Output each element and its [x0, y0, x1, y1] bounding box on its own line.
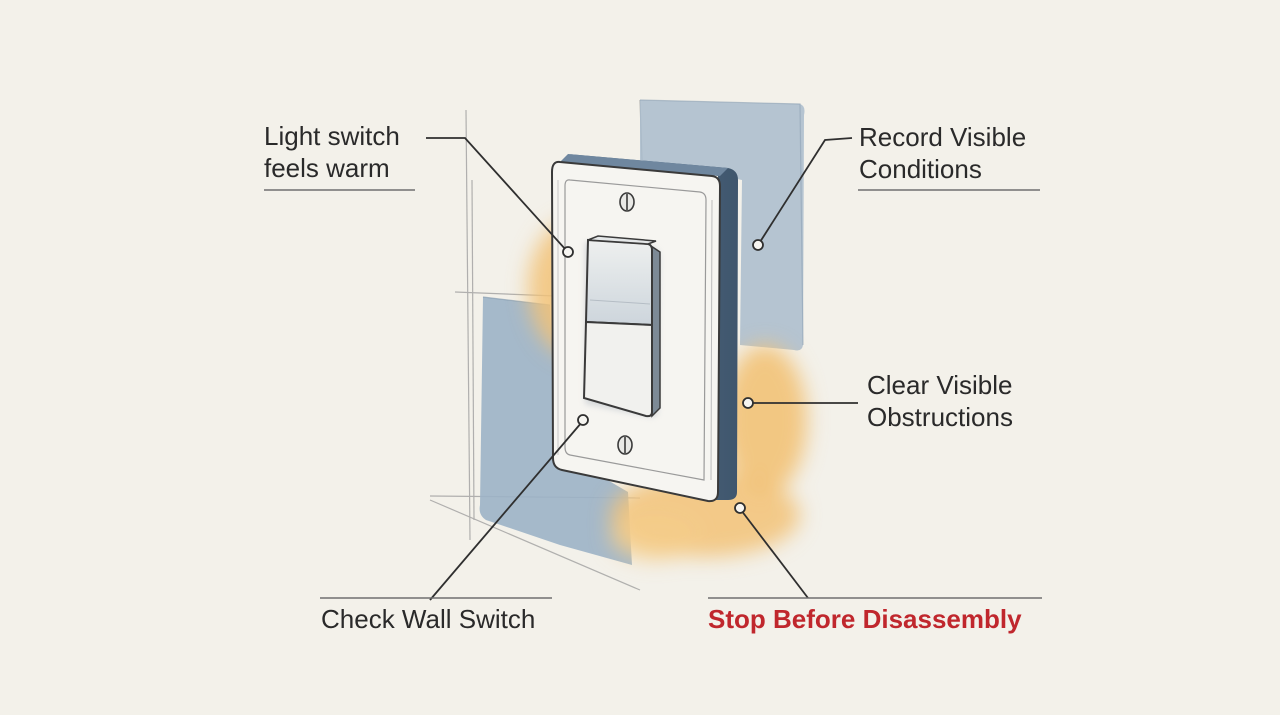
screw-top: [619, 192, 635, 212]
callout-clear-line1: Clear Visible: [867, 370, 1013, 400]
screw-bottom: [617, 435, 633, 455]
point-check: [577, 414, 589, 426]
label-underlines: [264, 189, 1042, 599]
point-record: [752, 239, 764, 251]
callout-points: [562, 239, 764, 514]
callout-stop-before-disassembly: Stop Before Disassembly: [708, 603, 1022, 635]
leader-lines: [426, 137, 858, 601]
callout-warm-line1: Light switch: [264, 121, 400, 151]
callout-record-line2: Conditions: [859, 154, 982, 184]
callout-light-switch-warm: Light switch feels warm: [264, 120, 400, 184]
callout-record-line1: Record Visible: [859, 122, 1027, 152]
callout-stop-text: Stop Before Disassembly: [708, 604, 1022, 634]
point-warm: [562, 246, 574, 258]
callout-check-text: Check Wall Switch: [321, 604, 536, 634]
callout-record-conditions: Record Visible Conditions: [859, 121, 1026, 185]
rocker-switch: [582, 235, 661, 418]
callout-clear-line2: Obstructions: [867, 402, 1013, 432]
point-stop: [734, 502, 746, 514]
callout-warm-line2: feels warm: [264, 153, 390, 183]
callout-clear-obstructions: Clear Visible Obstructions: [867, 369, 1013, 433]
point-clear: [742, 397, 754, 409]
callout-check-wall-switch: Check Wall Switch: [321, 603, 535, 635]
